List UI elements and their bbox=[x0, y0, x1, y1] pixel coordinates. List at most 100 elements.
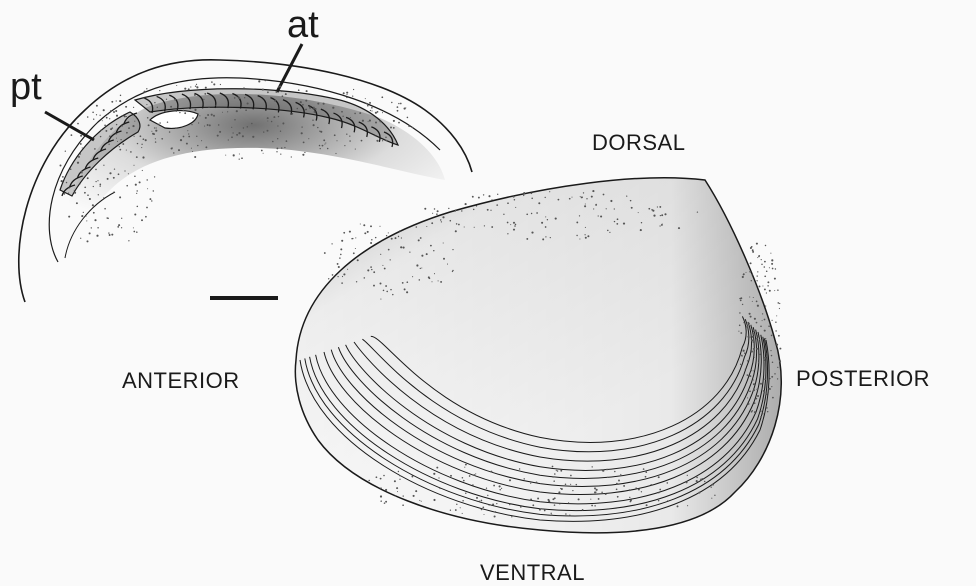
stipple-dot bbox=[757, 305, 759, 307]
stipple-dot bbox=[774, 278, 776, 280]
stipple-dot bbox=[565, 483, 567, 485]
stipple-dot bbox=[744, 352, 746, 354]
stipple-dot bbox=[180, 139, 182, 141]
stipple-dot bbox=[370, 225, 372, 227]
stipple-dot bbox=[306, 109, 308, 111]
stipple-dot bbox=[373, 285, 375, 287]
stipple-dot bbox=[369, 102, 371, 104]
stipple-dot bbox=[616, 223, 618, 225]
stipple-dot bbox=[596, 489, 598, 491]
stipple-dot bbox=[258, 80, 260, 82]
stipple-dot bbox=[769, 378, 770, 379]
stipple-dot bbox=[327, 148, 329, 150]
stipple-dot bbox=[523, 192, 525, 194]
stipple-dot bbox=[154, 127, 155, 128]
stipple-dot bbox=[243, 87, 245, 89]
stipple-dot bbox=[371, 239, 373, 241]
stipple-dot bbox=[763, 359, 765, 361]
stipple-dot bbox=[367, 269, 369, 271]
stipple-dot bbox=[93, 119, 94, 120]
stipple-dot bbox=[617, 496, 619, 498]
stipple-dot bbox=[134, 121, 135, 122]
stipple-dot bbox=[217, 135, 219, 137]
stipple-dot bbox=[141, 147, 142, 148]
stipple-dot bbox=[754, 357, 755, 358]
stipple-dot bbox=[452, 271, 453, 272]
stipple-dot bbox=[768, 325, 770, 327]
stipple-dot bbox=[317, 127, 318, 128]
stipple-dot bbox=[315, 108, 317, 110]
stipple-dot bbox=[334, 134, 336, 136]
stipple-dot bbox=[346, 94, 347, 95]
stipple-dot bbox=[587, 235, 589, 237]
stipple-dot bbox=[135, 184, 137, 186]
stipple-dot bbox=[511, 516, 512, 517]
stipple-dot bbox=[754, 411, 756, 413]
stipple-dot bbox=[191, 124, 192, 125]
stipple-dot bbox=[351, 238, 352, 239]
stipple-dot bbox=[555, 218, 557, 220]
stipple-dot bbox=[418, 239, 420, 241]
stipple-dot bbox=[750, 326, 751, 327]
stipple-dot bbox=[369, 120, 371, 122]
stipple-dot bbox=[375, 237, 376, 238]
stipple-dot bbox=[242, 135, 244, 137]
stipple-dot bbox=[523, 478, 525, 480]
stipple-dot bbox=[439, 488, 440, 489]
stipple-dot bbox=[576, 235, 577, 236]
stipple-dot bbox=[413, 495, 415, 497]
stipple-dot bbox=[572, 490, 573, 491]
stipple-dot bbox=[602, 470, 604, 472]
stipple-dot bbox=[558, 491, 560, 493]
stipple-dot bbox=[102, 120, 103, 121]
stipple-dot bbox=[96, 235, 98, 237]
stipple-dot bbox=[552, 476, 553, 477]
stipple-dot bbox=[359, 112, 361, 114]
stipple-dot bbox=[251, 123, 253, 125]
stipple-dot bbox=[756, 301, 758, 303]
stipple-dot bbox=[766, 407, 768, 409]
stipple-dot bbox=[553, 480, 555, 482]
stipple-dot bbox=[623, 485, 625, 487]
stipple-dot bbox=[134, 175, 136, 177]
stipple-dot bbox=[447, 264, 448, 265]
stipple-dot bbox=[767, 285, 768, 286]
stipple-dot bbox=[751, 274, 752, 275]
stipple-dot bbox=[399, 479, 400, 480]
stipple-dot bbox=[547, 219, 548, 220]
stipple-dot bbox=[751, 280, 752, 281]
stipple-dot bbox=[194, 156, 196, 158]
stipple-dot bbox=[416, 226, 418, 228]
stipple-dot bbox=[71, 134, 73, 136]
stipple-dot bbox=[388, 232, 389, 233]
stipple-dot bbox=[232, 132, 233, 133]
stipple-dot bbox=[267, 117, 269, 119]
stipple-dot bbox=[617, 218, 619, 220]
stipple-dot bbox=[211, 81, 213, 83]
stipple-dot bbox=[768, 388, 770, 390]
stipple-dot bbox=[429, 277, 431, 279]
stipple-dot bbox=[560, 470, 562, 472]
stipple-dot bbox=[398, 471, 399, 472]
stipple-dot bbox=[536, 212, 538, 214]
stipple-dot bbox=[188, 88, 190, 90]
stipple-dot bbox=[764, 378, 766, 380]
stipple-dot bbox=[765, 338, 766, 339]
stipple-dot bbox=[677, 505, 679, 507]
stipple-dot bbox=[252, 136, 254, 138]
stipple-dot bbox=[281, 147, 283, 149]
stipple-dot bbox=[87, 194, 89, 196]
stipple-dot bbox=[760, 354, 761, 355]
stipple-dot bbox=[286, 140, 288, 142]
stipple-dot bbox=[776, 315, 777, 316]
stipple-dot bbox=[354, 113, 356, 115]
stipple-dot bbox=[777, 378, 778, 379]
stipple-dot bbox=[419, 500, 420, 501]
stipple-dot bbox=[205, 117, 207, 119]
stipple-dot bbox=[411, 476, 413, 478]
stipple-dot bbox=[277, 125, 278, 126]
stipple-dot bbox=[332, 107, 334, 109]
stipple-dot bbox=[161, 138, 163, 140]
stipple-dot bbox=[313, 124, 315, 126]
